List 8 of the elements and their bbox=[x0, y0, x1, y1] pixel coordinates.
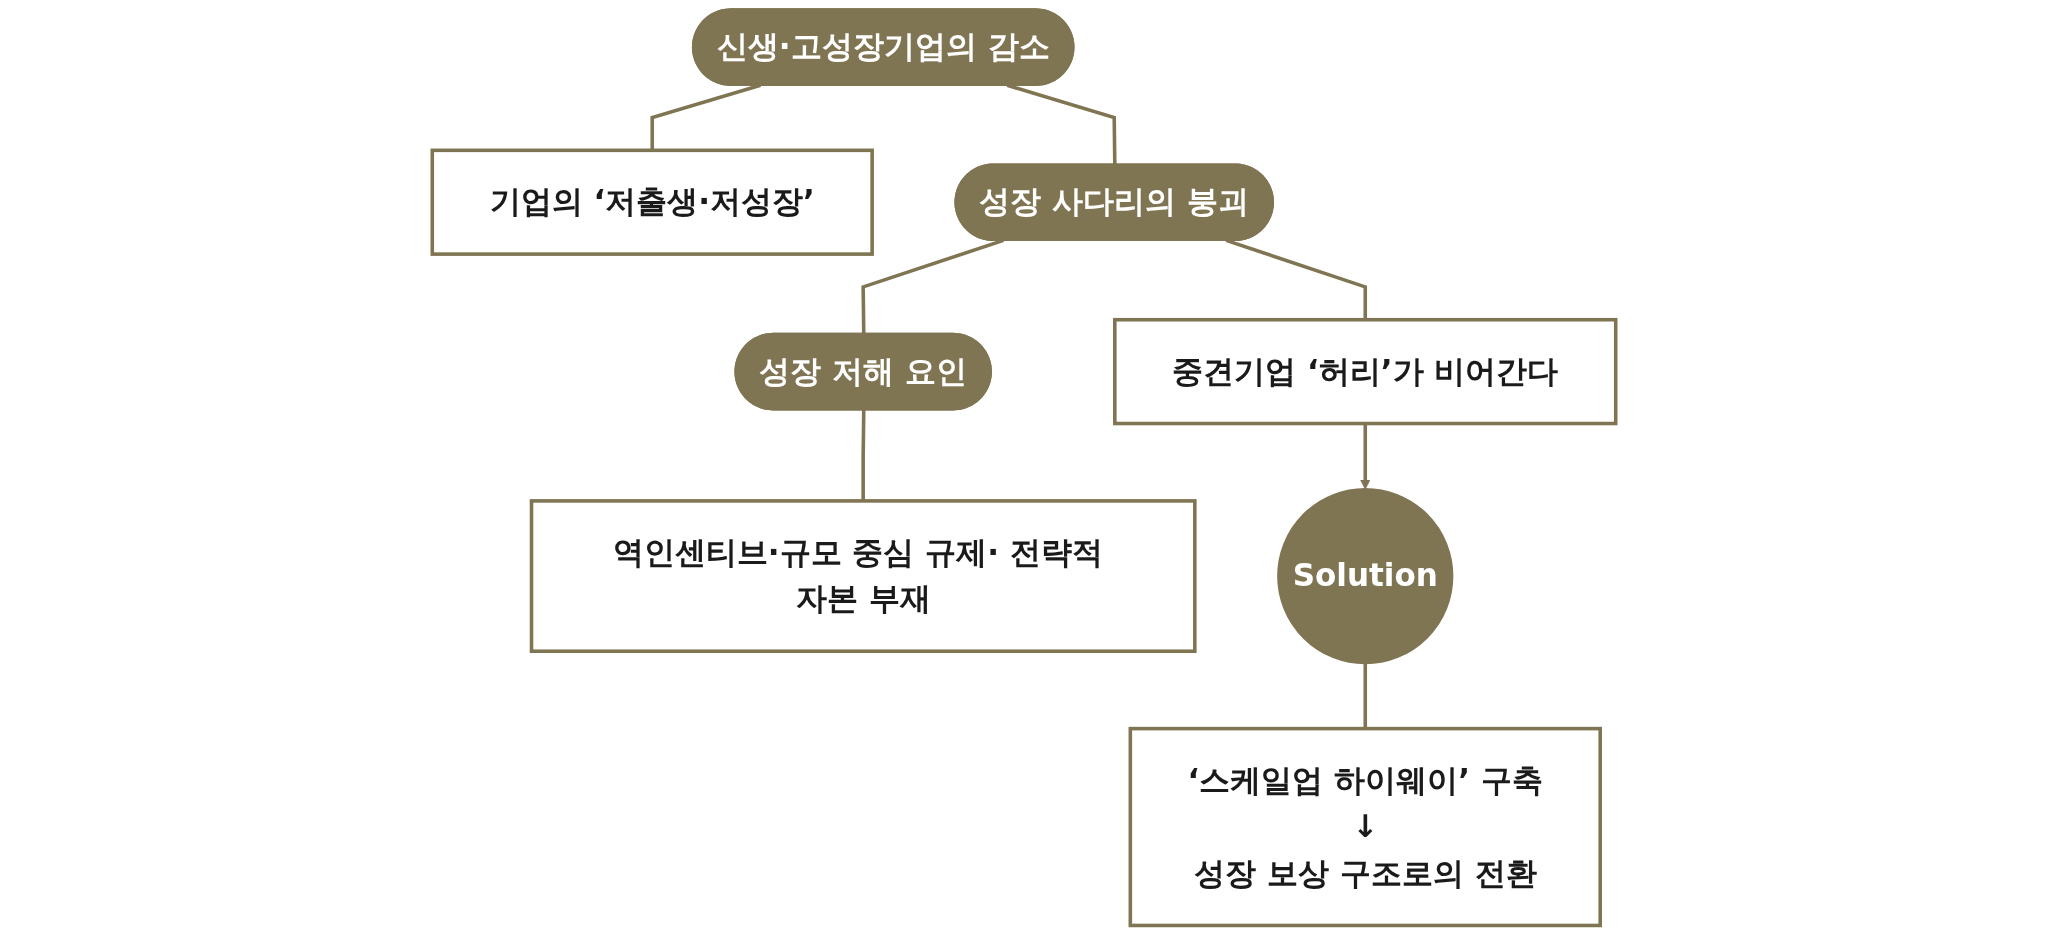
arrow bbox=[1360, 423, 1371, 490]
node-box: 기업의 ‘저출생·저성장’ bbox=[430, 148, 874, 256]
node-box: 중견기업 ‘허리’가 비어간다 bbox=[1113, 317, 1618, 426]
connector bbox=[1363, 663, 1368, 729]
node-box: 역인센티브·규모 중심 규제· 전략적 자본 부재 bbox=[529, 499, 1197, 653]
node-box: ‘스케일업 하이웨이’ 구축 ↓ 성장 보상 구조로의 전환 bbox=[1128, 726, 1602, 928]
node-circle: Solution bbox=[1277, 487, 1454, 665]
connector bbox=[861, 409, 866, 501]
